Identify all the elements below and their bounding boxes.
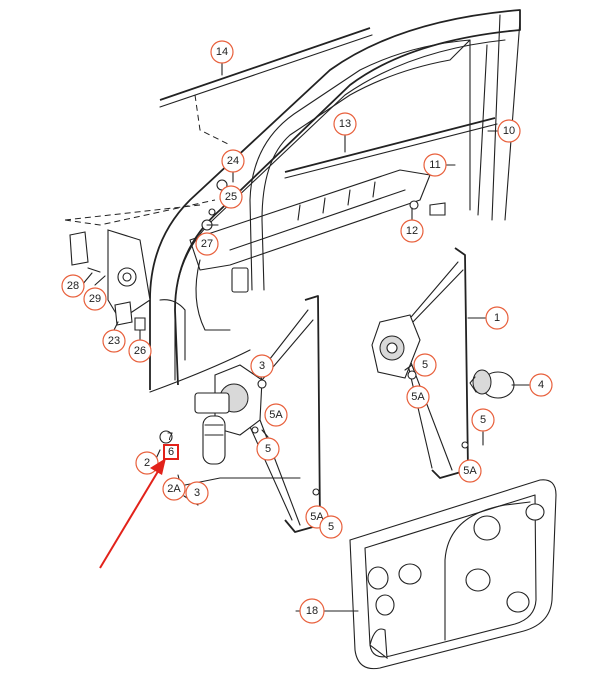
callout-29: 29 bbox=[83, 287, 107, 311]
svg-text:3: 3 bbox=[194, 487, 200, 499]
svg-text:24: 24 bbox=[227, 155, 239, 167]
callout-5A-left-a: 5A bbox=[264, 403, 288, 427]
svg-text:14: 14 bbox=[216, 46, 228, 58]
svg-text:27: 27 bbox=[201, 238, 213, 250]
callout-2A: 2A bbox=[162, 477, 186, 501]
callout-14: 14 bbox=[210, 40, 234, 64]
callout-3-bottom: 3 bbox=[185, 481, 209, 505]
svg-text:4: 4 bbox=[538, 379, 544, 391]
callout-23: 23 bbox=[102, 329, 126, 353]
callout-26: 26 bbox=[128, 339, 152, 363]
svg-text:5A: 5A bbox=[269, 409, 283, 421]
part-4-crank-knob bbox=[469, 369, 515, 399]
svg-text:28: 28 bbox=[67, 280, 79, 292]
svg-text:7: 7 bbox=[167, 431, 173, 443]
part-13-inner-seal bbox=[284, 117, 498, 179]
callout-5A-right-b: 5A bbox=[458, 459, 482, 483]
svg-text:23: 23 bbox=[108, 335, 120, 347]
part-regulator-left-with-motor bbox=[159, 295, 321, 533]
callout-5-right-a: 5 bbox=[413, 353, 437, 377]
callout-5-right-b: 5 bbox=[471, 408, 495, 432]
door-frame-outline bbox=[149, 9, 521, 393]
svg-text:26: 26 bbox=[134, 345, 146, 357]
svg-text:18: 18 bbox=[306, 605, 318, 617]
mirror-bracket-parts bbox=[69, 229, 151, 331]
callout-28: 28 bbox=[61, 274, 85, 298]
red-arrow-icon bbox=[99, 458, 166, 569]
svg-text:1: 1 bbox=[494, 312, 500, 324]
svg-text:29: 29 bbox=[89, 293, 101, 305]
callout-3-top: 3 bbox=[250, 354, 274, 378]
svg-text:5: 5 bbox=[328, 521, 334, 533]
callout-12: 12 bbox=[400, 219, 424, 243]
callout-13: 13 bbox=[333, 112, 357, 136]
callout-5-left-a: 5 bbox=[256, 437, 280, 461]
door-shell-dashed bbox=[64, 199, 216, 226]
svg-text:2: 2 bbox=[144, 457, 150, 469]
svg-text:5: 5 bbox=[422, 359, 428, 371]
callout-4: 4 bbox=[529, 373, 553, 397]
callout-10: 10 bbox=[497, 119, 521, 143]
svg-text:5: 5 bbox=[265, 443, 271, 455]
part-18-door-trim-panel bbox=[349, 479, 557, 670]
callout-25: 25 bbox=[219, 185, 243, 209]
callout-18: 18 bbox=[299, 598, 325, 624]
callout-1: 1 bbox=[485, 306, 509, 330]
svg-text:11: 11 bbox=[429, 159, 440, 171]
callout-11: 11 bbox=[423, 153, 447, 177]
callout-5-left-b: 5 bbox=[319, 515, 343, 539]
svg-text:3: 3 bbox=[259, 360, 265, 372]
svg-text:5A: 5A bbox=[411, 391, 425, 403]
svg-text:10: 10 bbox=[503, 125, 515, 137]
svg-text:13: 13 bbox=[339, 118, 351, 130]
svg-text:25: 25 bbox=[225, 191, 237, 203]
door-inner-panel bbox=[189, 169, 431, 331]
callout-5A-right-a: 5A bbox=[406, 385, 430, 409]
svg-text:2A: 2A bbox=[167, 483, 181, 495]
svg-text:12: 12 bbox=[406, 225, 418, 237]
highlight-part-6: 6 bbox=[163, 444, 179, 460]
svg-text:5: 5 bbox=[480, 414, 486, 426]
part-14-outer-seal bbox=[159, 27, 373, 146]
svg-text:5A: 5A bbox=[310, 511, 324, 523]
callout-6-label: 6 bbox=[168, 446, 174, 458]
callout-7: 7 bbox=[167, 431, 173, 443]
svg-text:5A: 5A bbox=[463, 465, 477, 477]
callout-24: 24 bbox=[221, 149, 245, 173]
callout-27: 27 bbox=[195, 232, 219, 256]
